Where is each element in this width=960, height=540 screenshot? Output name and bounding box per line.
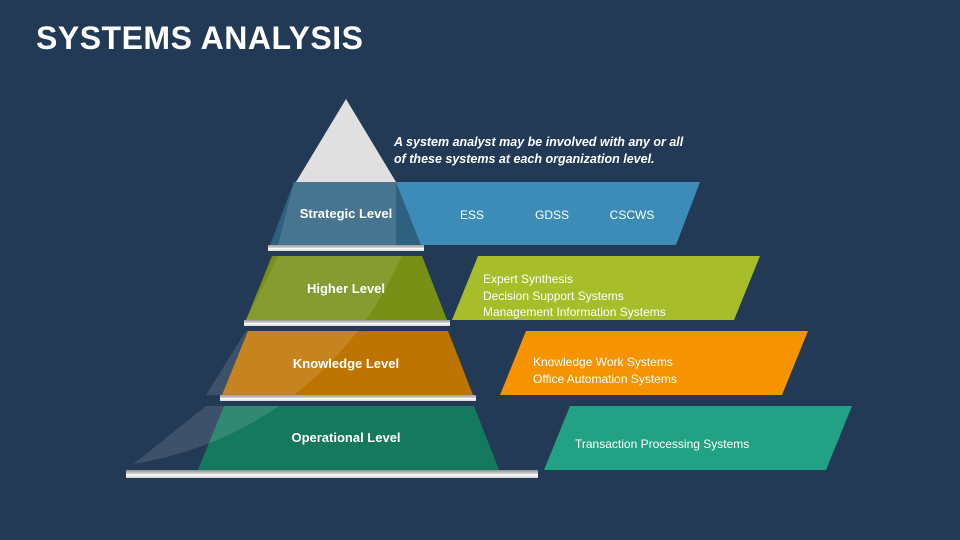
banner-items-strategic: ESS GDSS CSCWS: [432, 207, 672, 224]
separator-3: [220, 395, 476, 401]
banner-knowledge: [500, 331, 808, 395]
band-label-knowledge: Knowledge Level: [292, 356, 400, 371]
banner-item-cscws: CSCWS: [609, 208, 655, 222]
separator-1: [268, 245, 424, 251]
banner-item-transaction-processing-systems: Transaction Processing Systems: [575, 437, 750, 451]
banner-operational: [544, 406, 852, 470]
banner-item-decision-support-systems: Decision Support Systems: [483, 288, 624, 303]
banner-item-management-information-systems: Management Information Systems: [483, 305, 666, 319]
pyramid-band-strategic: [270, 182, 421, 245]
banner-items-operational: Transaction Processing Systems: [575, 436, 749, 453]
caption-text: A system analyst may be involved with an…: [394, 135, 684, 166]
banner-strategic: [372, 182, 700, 245]
banner-items-knowledge: Knowledge Work Systems Office Automation…: [533, 354, 677, 387]
banner-item-knowledge-work-systems: Knowledge Work Systems: [533, 355, 673, 369]
banner-item-gdss: GDSS: [534, 208, 569, 222]
banner-items-higher: Expert Synthesis Decision Support System…: [483, 271, 666, 321]
pyramid-band-operational: [126, 406, 499, 470]
band-label-operational: Operational Level: [291, 430, 401, 445]
page-title: SYSTEMS ANALYSIS: [36, 20, 364, 56]
separator-2: [244, 320, 450, 326]
banner-item-expert-synthesis: Expert Synthesis: [483, 272, 574, 286]
pyramid-apex: [296, 99, 396, 182]
separator-base: [126, 470, 538, 478]
pyramid-band-knowledge: [206, 331, 473, 395]
banner-item-ess: ESS: [459, 208, 484, 222]
banner-item-office-automation-systems: Office Automation Systems: [533, 371, 677, 386]
band-label-higher: Higher Level: [306, 281, 386, 296]
band-label-strategic: Strategic Level: [299, 206, 393, 221]
banner-higher: [452, 256, 760, 320]
